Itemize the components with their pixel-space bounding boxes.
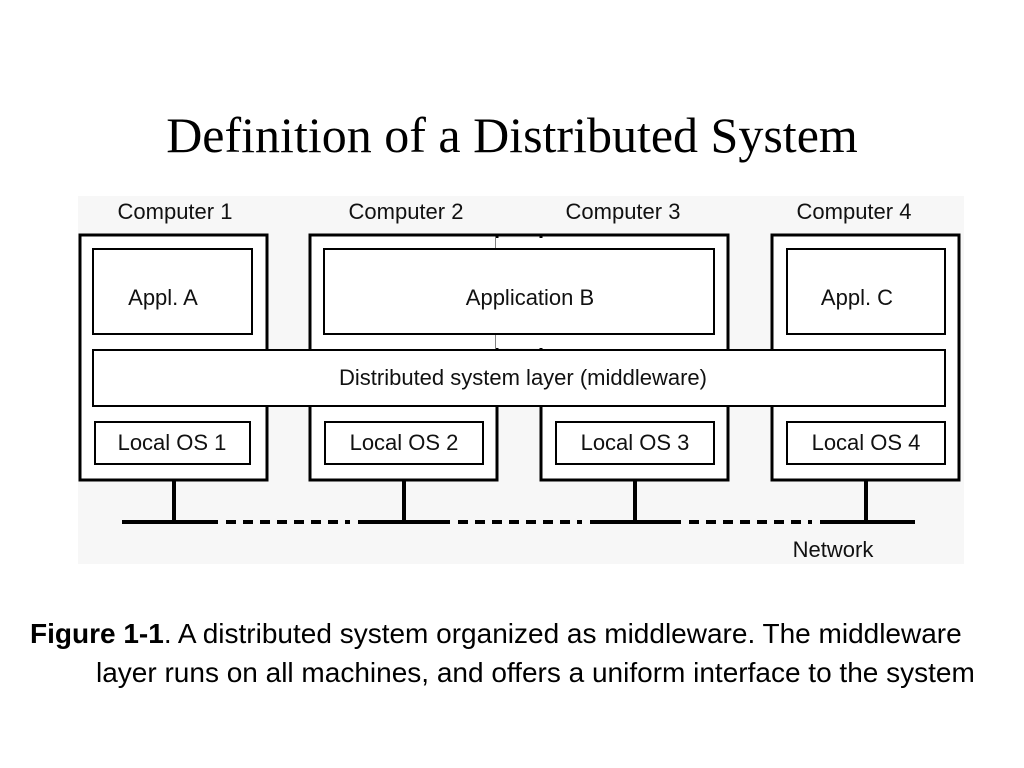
local-os-2-label: Local OS 2 xyxy=(350,430,459,455)
figure-caption-label: Figure 1-1 xyxy=(30,618,164,649)
application-b-label: Application B xyxy=(466,285,594,310)
application-a-label: Appl. A xyxy=(128,285,198,310)
middleware-layer-box xyxy=(92,349,946,407)
computer-2-label: Computer 2 xyxy=(349,199,464,224)
application-c-box xyxy=(786,248,946,335)
application-b-box xyxy=(323,248,715,335)
computer-3-label: Computer 3 xyxy=(566,199,681,224)
computer-1-label: Computer 1 xyxy=(118,199,233,224)
local-os-1-label: Local OS 1 xyxy=(118,430,227,455)
middleware-layer-label: Distributed system layer (middleware) xyxy=(339,365,707,390)
figure-caption-text: . A distributed system organized as midd… xyxy=(96,618,975,688)
slide-title: Definition of a Distributed System xyxy=(166,107,858,163)
computer-4-label: Computer 4 xyxy=(797,199,912,224)
local-os-4-box xyxy=(786,421,946,465)
application-c-label: Appl. C xyxy=(821,285,893,310)
local-os-4-label: Local OS 4 xyxy=(812,430,921,455)
local-os-3-label: Local OS 3 xyxy=(581,430,690,455)
network-label: Network xyxy=(793,537,875,562)
local-os-1-box xyxy=(94,421,251,465)
local-os-3-box xyxy=(555,421,715,465)
figure-caption: Figure 1-1. A distributed system organiz… xyxy=(30,614,1005,692)
application-a-box xyxy=(92,248,253,335)
local-os-2-box xyxy=(324,421,484,465)
